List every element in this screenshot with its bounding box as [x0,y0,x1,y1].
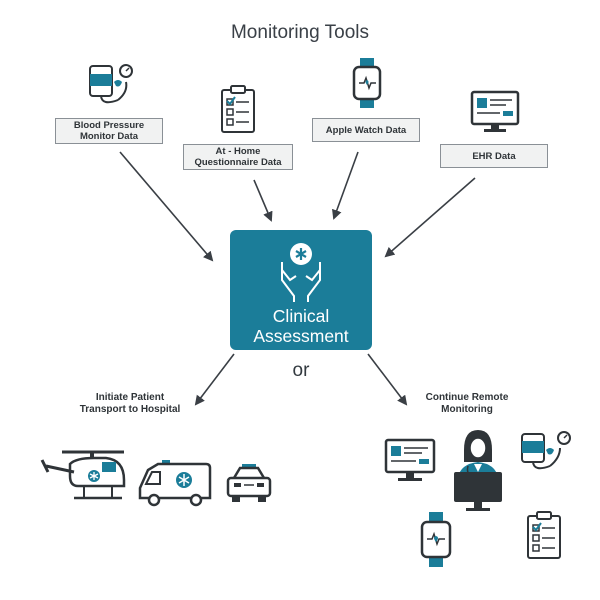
source-blood-pressure-line1: Blood Pressure [73,120,145,131]
source-ehr-text: EHR Data [472,150,516,162]
source-home-questionnaire: At - Home Questionnaire Data [183,144,293,170]
source-home-line2: Questionnaire Data [194,157,282,168]
source-watch-text: Apple Watch Data [325,124,407,136]
arrow-assessment-to-remote [367,353,408,406]
blood-pressure-monitor-icon [521,431,571,470]
source-blood-pressure-line2: Monitor Data [79,131,139,142]
or-connector: or [292,360,310,381]
source-apple-watch: Apple Watch Data [312,118,420,142]
arrow-bp-to-assessment [119,151,214,262]
helicopter-icon [40,450,126,500]
outcome-remote: Continue Remote Monitoring [402,392,532,416]
ehr-monitor-icon [470,90,520,132]
ehr-monitor-icon [384,438,436,481]
car-icon [226,464,272,502]
outcome-remote-line1: Continue Remote [425,392,509,403]
source-ehr: EHR Data [440,144,548,168]
center-line2: Assessment [253,326,349,346]
center-line1: Clinical [272,306,330,326]
clinical-assessment-label: Clinical Assessment [230,306,372,346]
clipboard-checklist-icon [527,511,561,559]
diagram-title: Monitoring Tools [230,22,369,43]
outcome-remote-line2: Monitoring [441,404,493,415]
clipboard-checklist-icon [221,85,255,133]
outcome-transport-line2: Transport to Hospital [79,404,181,415]
arrow-ehr-to-assessment [384,177,476,258]
outcome-transport-line1: Initiate Patient [95,392,165,403]
arrow-watch-to-assessment [332,151,359,220]
source-blood-pressure: Blood Pressure Monitor Data [55,118,163,144]
arrow-home-to-assessment [253,179,273,222]
smartwatch-icon [420,512,452,567]
ambulance-icon [138,460,212,507]
blood-pressure-monitor-icon [89,64,133,104]
caring-hands-icon [281,243,321,302]
source-home-line1: At - Home [215,146,261,157]
doctor-icon [454,430,502,511]
outcome-transport: Initiate Patient Transport to Hospital [60,392,200,416]
smartwatch-icon [352,58,382,108]
arrow-assessment-to-transport [194,353,235,406]
